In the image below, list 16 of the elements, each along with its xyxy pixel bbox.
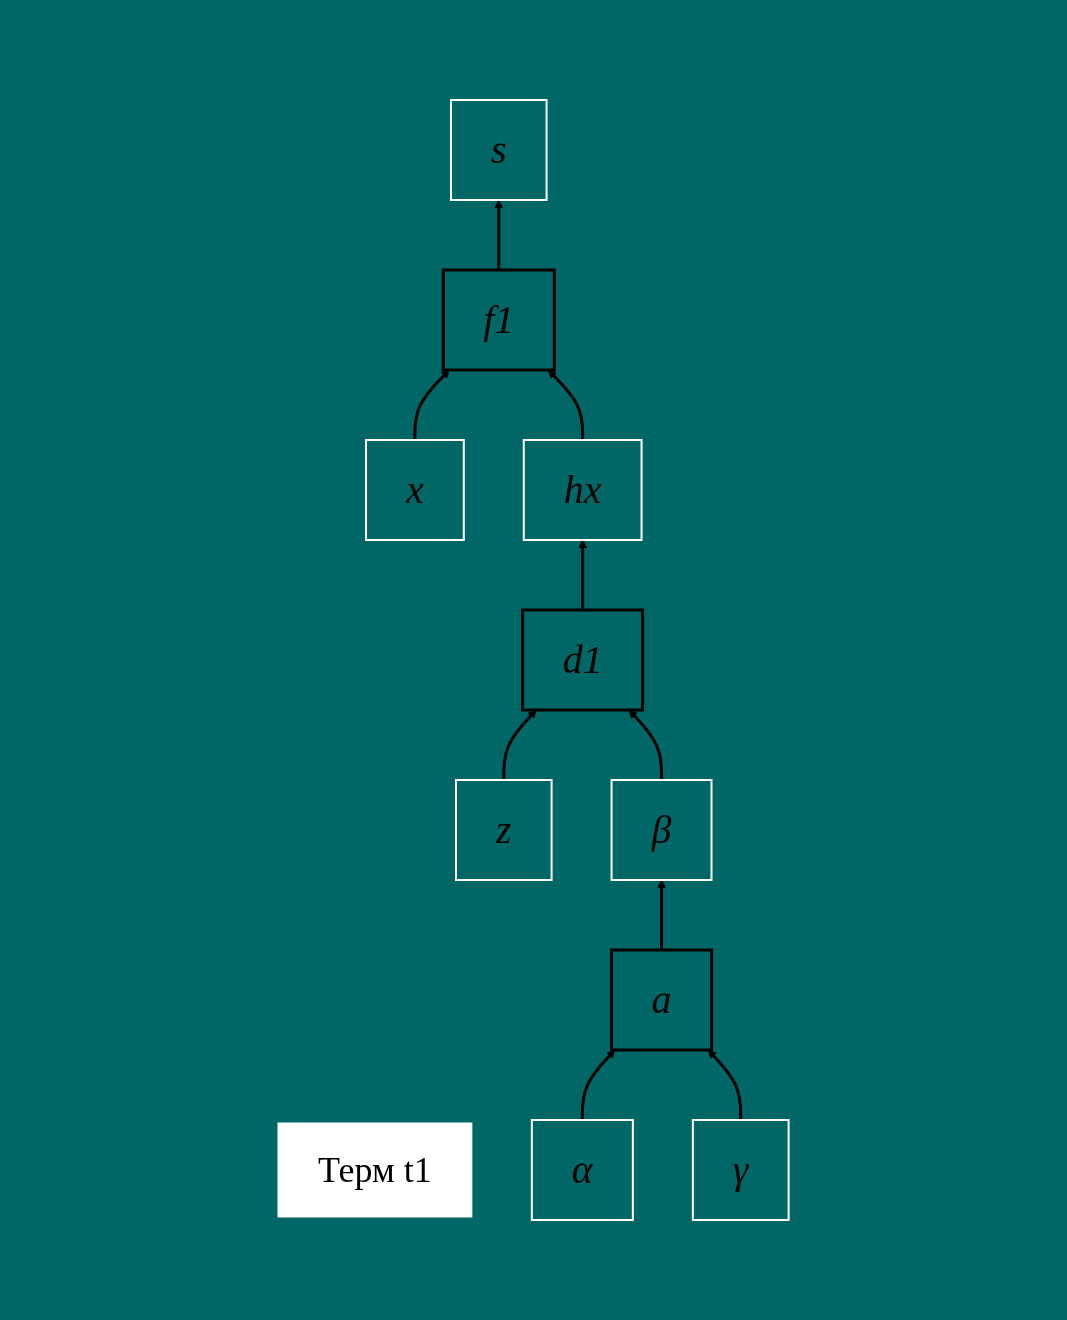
node-box: s xyxy=(450,99,548,201)
arrow xyxy=(707,1049,743,1120)
node-box: d1 xyxy=(521,608,645,712)
node-box: Терм t1 xyxy=(277,1122,473,1218)
arrow xyxy=(657,879,667,950)
node-box: α xyxy=(531,1119,635,1221)
arrow xyxy=(581,1049,616,1120)
arrow xyxy=(413,369,450,440)
node-box: a xyxy=(610,948,714,1052)
node-box: hx xyxy=(522,439,643,541)
arrow xyxy=(494,199,504,270)
node-box: f1 xyxy=(441,268,557,372)
node-box: x xyxy=(365,439,465,541)
arrow xyxy=(578,539,588,610)
node-box: z xyxy=(455,779,553,881)
arrow xyxy=(547,369,585,440)
